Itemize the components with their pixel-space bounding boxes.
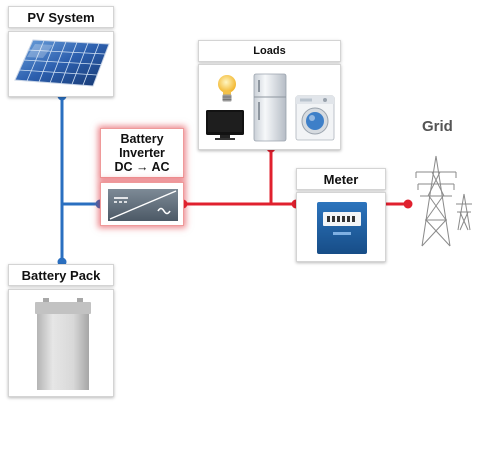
grid-label: Grid (422, 118, 453, 135)
pv-system-card (8, 31, 114, 97)
battery-pack-title: Battery Pack (21, 267, 101, 283)
dc-wires (57, 91, 105, 267)
loads-card (198, 64, 341, 150)
meter-title-box: Meter (296, 168, 386, 190)
inverter-title-line2: Inverter (119, 146, 165, 160)
electric-meter-icon (317, 202, 367, 254)
inverter-title-line1: Battery (120, 132, 164, 146)
inverter-title-box: Battery Inverter DC → AC (100, 128, 184, 178)
light-bulb-icon (218, 75, 236, 102)
inverter-icon (108, 189, 178, 221)
battery-pack-card (8, 289, 114, 397)
inverter-title-line3: DC → AC (114, 160, 170, 174)
meter-card (296, 192, 386, 262)
refrigerator-icon (253, 73, 287, 142)
loads-title: Loads (253, 45, 286, 57)
tv-icon (206, 110, 244, 140)
battery-icon (35, 298, 91, 390)
loads-title-box: Loads (198, 40, 341, 62)
solar-panel-icon (14, 39, 110, 87)
grid-connector-dot (403, 199, 413, 209)
pv-system-title-box: PV System (8, 6, 114, 28)
washing-machine-icon (295, 95, 335, 141)
pv-system-title: PV System (27, 9, 95, 25)
battery-pack-title-box: Battery Pack (8, 264, 114, 286)
transmission-tower-icon (415, 155, 472, 247)
inverter-card (100, 182, 184, 226)
meter-title: Meter (323, 171, 359, 187)
